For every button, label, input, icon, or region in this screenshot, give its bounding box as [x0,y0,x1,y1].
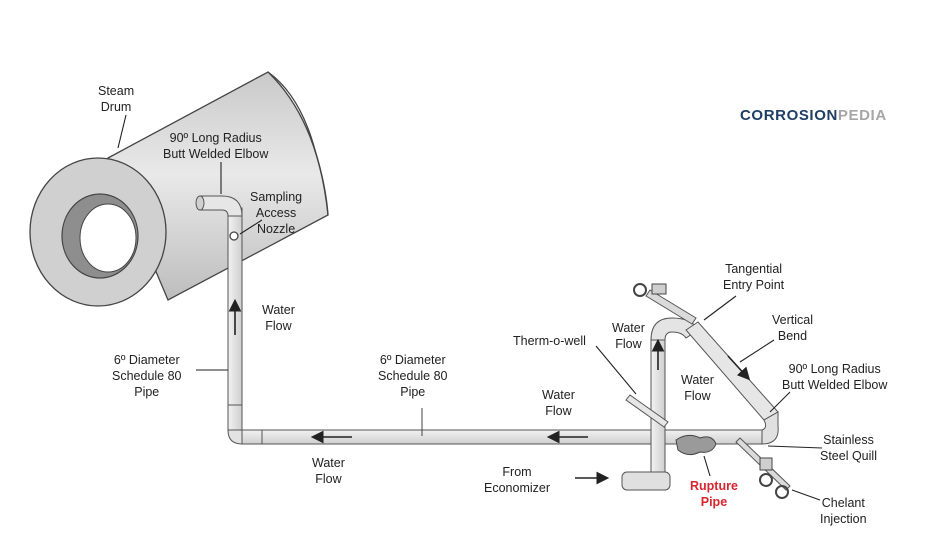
flow-arrows [228,298,751,485]
brand-logo: CORROSIONPEDIA [740,107,887,124]
chelant-injection-valve [735,437,791,499]
economizer-riser [621,317,699,491]
label-thermowell: Therm-o-well [513,334,586,348]
steam-drum [29,71,329,307]
sampling-nozzle-icon [229,231,239,241]
arrow-down-right-icon [727,355,751,381]
tangential-entry-valve [633,283,697,325]
top-elbow [195,195,243,241]
thermowell [625,394,669,428]
rupture-patch [675,434,717,456]
vertical-bend [685,321,779,445]
leader-lines [117,114,823,501]
